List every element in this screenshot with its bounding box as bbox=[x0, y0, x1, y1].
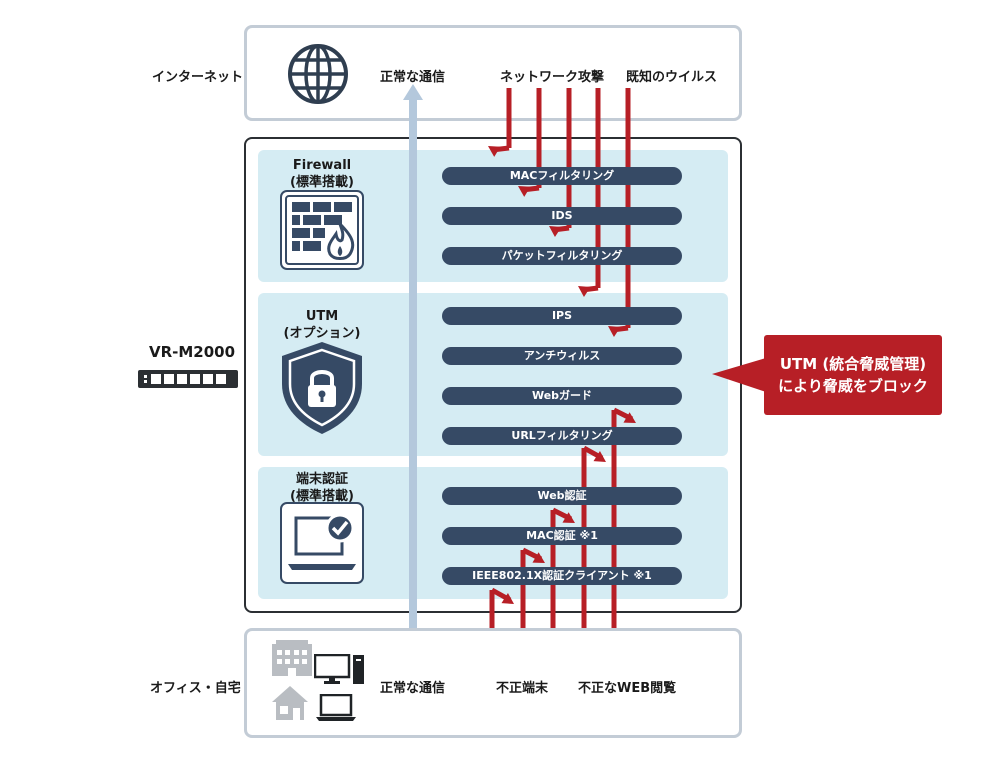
unauthorized-web-label: 不正なWEB閲覧 bbox=[578, 681, 677, 696]
network-attack-label: ネットワーク攻撃 bbox=[500, 70, 605, 85]
firewall-brick-icon bbox=[280, 190, 364, 270]
utm-callout: UTM (統合脅威管理) により脅威をブロック bbox=[764, 335, 942, 415]
filter-bar-web-guard: Webガード bbox=[442, 387, 682, 405]
threat-arrowhead bbox=[562, 512, 575, 523]
filter-bar-8021x: IEEE802.1X認証クライアント ※1 bbox=[442, 567, 682, 585]
product-name: VR-M2000 bbox=[149, 343, 236, 361]
threat-arrowhead bbox=[623, 412, 636, 423]
internet-label: インターネット bbox=[152, 70, 244, 85]
utm-title: UTM (オプション) bbox=[283, 309, 361, 341]
threat-arrowhead bbox=[578, 286, 591, 298]
threat-arrowhead bbox=[488, 146, 501, 157]
filter-bar-mac-filtering: MACフィルタリング bbox=[442, 167, 682, 185]
globe-icon bbox=[288, 44, 348, 104]
filter-bar-antivirus: アンチウィルス bbox=[442, 347, 682, 365]
threat-arrowhead bbox=[593, 451, 606, 462]
threat-arrowhead bbox=[608, 326, 621, 338]
unauthorized-device-label: 不正端末 bbox=[496, 681, 549, 696]
firewall-title: Firewall (標準搭載) bbox=[290, 158, 354, 190]
shield-lock-icon bbox=[282, 342, 362, 434]
desktop-computer-icon bbox=[314, 654, 364, 684]
filter-bar-web-auth: Web認証 bbox=[442, 487, 682, 505]
known-virus-label: 既知のウイルス bbox=[626, 70, 718, 85]
threat-arrowhead bbox=[549, 226, 562, 238]
filter-bar-url-filtering: URLフィルタリング bbox=[442, 427, 682, 445]
filter-bar-packet-filtering: パケットフィルタリング bbox=[442, 247, 682, 265]
router-icon bbox=[138, 370, 238, 388]
filter-bar-mac-auth: MAC認証 ※1 bbox=[442, 527, 682, 545]
filter-bar-ids: IDS bbox=[442, 207, 682, 225]
threat-arrowhead bbox=[532, 552, 545, 563]
house-icon bbox=[272, 686, 308, 720]
threat-arrowhead bbox=[518, 186, 531, 197]
auth-title: 端末認証 (標準搭載) bbox=[290, 472, 354, 504]
office-building-icon bbox=[272, 640, 312, 676]
office-home-label: オフィス・自宅 bbox=[150, 681, 241, 696]
threat-arrowhead bbox=[501, 593, 514, 604]
laptop-icon bbox=[316, 694, 356, 721]
filter-bar-ips: IPS bbox=[442, 307, 682, 325]
top-normal-traffic-label: 正常な通信 bbox=[380, 70, 446, 85]
laptop-check-icon bbox=[280, 502, 364, 584]
bottom-normal-traffic-label: 正常な通信 bbox=[380, 681, 446, 696]
